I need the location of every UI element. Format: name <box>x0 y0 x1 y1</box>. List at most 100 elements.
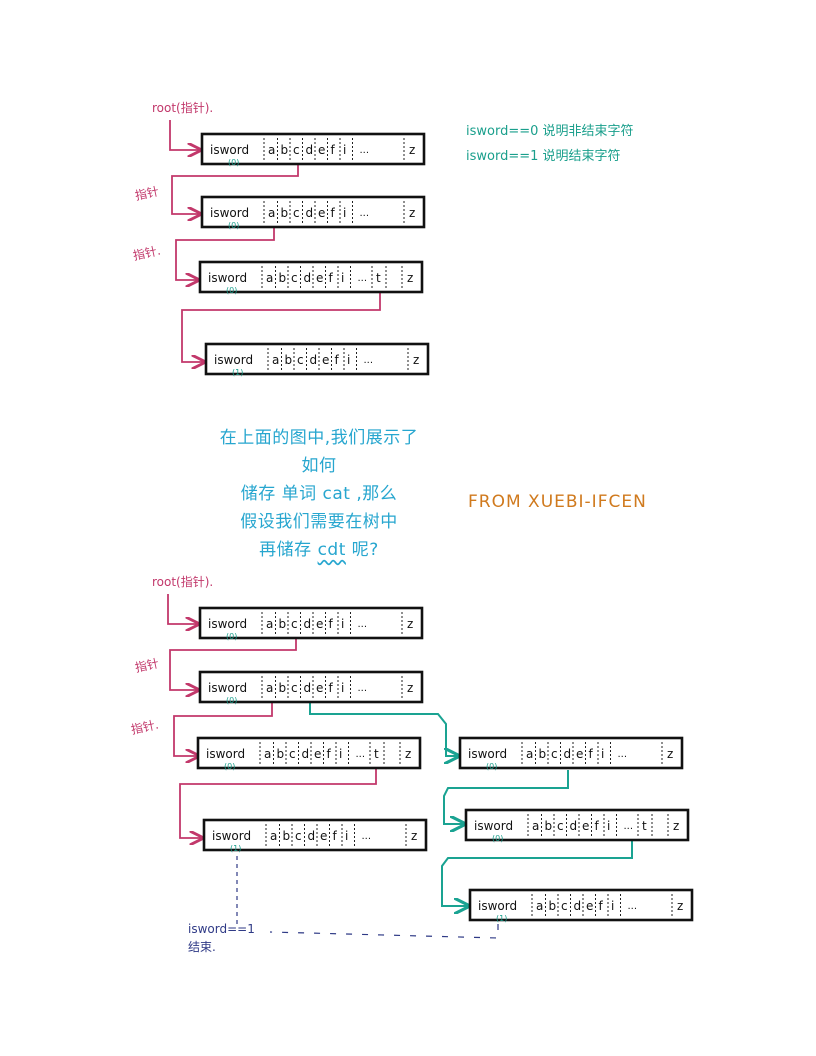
node-box <box>198 260 424 294</box>
isword-label: isword <box>478 899 517 913</box>
letter-cell: d <box>304 271 312 285</box>
pointer-d-to-branch <box>309 703 458 756</box>
letter-cell: a <box>264 747 271 761</box>
ellipsis: ... <box>360 208 370 219</box>
letter-cell-z: z <box>407 271 413 285</box>
letter-cell: d <box>308 829 316 843</box>
letter-cell: c <box>289 747 296 761</box>
ellipsis: ... <box>356 749 366 760</box>
letter-cell: b <box>545 819 553 833</box>
letter-cell: b <box>283 829 291 843</box>
letter-cell: a <box>272 353 279 367</box>
end-marker-note: isword==1 结束. <box>188 920 255 956</box>
letter-cell: i <box>611 899 614 913</box>
letter-cell: a <box>270 829 277 843</box>
letter-cell: b <box>281 143 289 157</box>
letter-cell: c <box>557 819 564 833</box>
ellipsis: ... <box>360 145 370 156</box>
ellipsis: ... <box>618 749 628 760</box>
letter-cell-z: z <box>667 747 673 761</box>
letter-cell: f <box>327 747 332 761</box>
isword-label: isword <box>208 617 247 631</box>
isword-rule-note: isword==0 说明非结束字符 isword==1 说明结束字符 <box>466 120 634 169</box>
pointer-c-to-node2 <box>171 164 299 214</box>
letter-cell: d <box>306 143 314 157</box>
letter-cell: f <box>595 819 600 833</box>
letter-cell: e <box>582 819 589 833</box>
node-box <box>464 808 690 842</box>
isword-flag: (0) <box>486 762 497 771</box>
letter-cell: e <box>318 206 325 220</box>
letter-cell: c <box>551 747 558 761</box>
letter-cell: e <box>314 747 321 761</box>
question-line1: 在上面的图中,我们展示了如何 <box>219 428 419 477</box>
letter-cell: e <box>586 899 593 913</box>
isword-flag: (0) <box>228 158 239 167</box>
letter-cell-z: z <box>411 829 417 843</box>
isword-label: isword <box>210 143 249 157</box>
pointer-c-to-node2-2 <box>169 638 297 690</box>
letter-cell-z: z <box>677 899 683 913</box>
letter-cell: f <box>333 829 338 843</box>
node-box <box>198 606 424 640</box>
pointer-label-2: 指针. <box>132 242 162 262</box>
ellipsis: ... <box>364 355 374 366</box>
pointer-label-4: 指针. <box>130 716 160 736</box>
letter-cell: a <box>268 143 275 157</box>
node-box <box>200 132 426 166</box>
isword-flag: (0) <box>492 834 503 843</box>
letter-cell: e <box>322 353 329 367</box>
letter-cell: d <box>304 617 312 631</box>
isword-flag: (0) <box>226 696 237 705</box>
node-box <box>196 736 422 770</box>
isword-flag: (1) <box>230 844 241 853</box>
letter-cell: a <box>532 819 539 833</box>
ellipsis: ... <box>628 901 638 912</box>
letter-cell-t: t <box>376 271 381 285</box>
isword-label: isword <box>214 353 253 367</box>
letter-cell-t: t <box>374 747 379 761</box>
letter-cell: c <box>293 206 300 220</box>
root-pointer-label: root(指针). <box>152 100 213 115</box>
letter-cell: i <box>601 747 604 761</box>
node-box <box>204 342 430 376</box>
isword-label: isword <box>208 271 247 285</box>
pointer-a-to-node3 <box>175 228 275 280</box>
letter-cell-t: t <box>642 819 647 833</box>
letter-cell: e <box>576 747 583 761</box>
isword-flag: (0) <box>224 762 235 771</box>
root-pointer-arrow-2 <box>167 594 198 624</box>
isword-flag: (1) <box>496 914 507 923</box>
pointer-t-to-node4 <box>181 292 381 362</box>
letter-cell: c <box>561 899 568 913</box>
letter-cell: d <box>570 819 578 833</box>
letter-cell-z: z <box>405 747 411 761</box>
isword-flag: (0) <box>228 221 239 230</box>
question-line2: 储存 单词 cat ,那么 <box>240 484 398 505</box>
question-line4-prefix: 再储存 <box>259 540 318 561</box>
root-pointer-label-2: root(指针). <box>152 574 213 589</box>
isword-label: isword <box>208 681 247 695</box>
question-line4-suffix: 呢? <box>345 540 379 561</box>
letter-cell: f <box>329 681 334 695</box>
node-box <box>200 195 426 229</box>
letter-cell: i <box>347 353 350 367</box>
letter-cell: a <box>536 899 543 913</box>
pointer-a-to-node3-2 <box>173 703 273 756</box>
isword-label: isword <box>468 747 507 761</box>
node-box <box>458 736 684 770</box>
letter-cell: d <box>574 899 582 913</box>
letter-cell: e <box>316 681 323 695</box>
isword-label: isword <box>206 747 245 761</box>
letter-cell: e <box>318 143 325 157</box>
node-box <box>198 670 424 704</box>
isword-flag: (0) <box>226 286 237 295</box>
node-box <box>468 888 694 922</box>
letter-cell-z: z <box>407 617 413 631</box>
